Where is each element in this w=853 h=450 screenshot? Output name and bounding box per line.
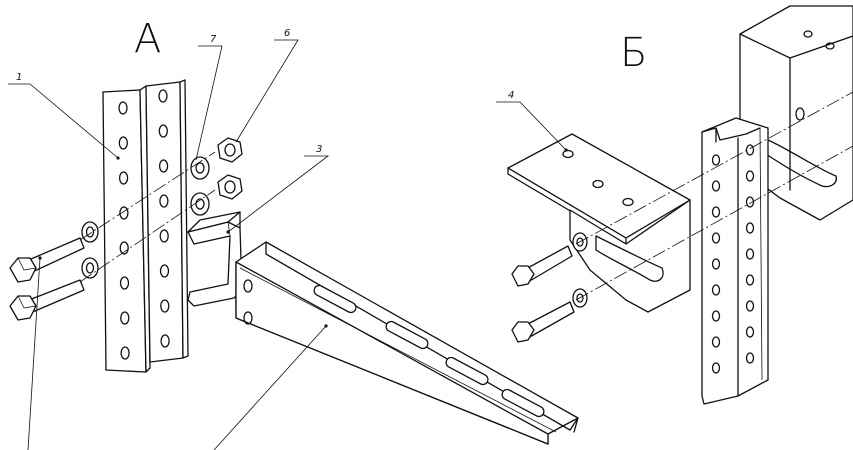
bolt-upper — [9, 237, 85, 283]
perforation-hole — [745, 274, 755, 286]
view-b-label: Б — [620, 30, 647, 76]
perforation-hole — [745, 170, 755, 182]
perforation-hole — [711, 232, 721, 244]
nut-upper — [217, 137, 243, 163]
rear-perforated-strip — [102, 85, 151, 373]
bolt-b-upper — [511, 232, 588, 287]
perforation-hole — [745, 248, 755, 260]
view-b: Б — [496, 5, 853, 405]
perforation-hole — [118, 136, 128, 150]
nut-lower — [217, 174, 243, 200]
callout-6: 6 — [284, 28, 290, 39]
perforation-hole — [711, 362, 721, 374]
washer-right-upper — [190, 156, 210, 180]
perforation-hole — [158, 124, 168, 138]
washer-left-lower — [81, 257, 99, 279]
profile-holes — [711, 144, 755, 374]
leader-lines-b — [496, 101, 568, 152]
perforation-hole — [711, 206, 721, 218]
perforation-hole — [745, 326, 755, 338]
washer-right-lower — [190, 192, 210, 216]
perforation-hole — [118, 101, 128, 115]
leader-lines-a — [8, 39, 330, 450]
perforation-hole — [120, 311, 130, 325]
perforation-hole — [711, 180, 721, 192]
callout-4: 4 — [508, 90, 514, 101]
perforation-hole — [119, 206, 129, 220]
bolt-b-lower — [511, 288, 588, 343]
perforation-hole — [159, 194, 169, 208]
perforation-hole — [120, 346, 130, 360]
perforation-hole — [711, 284, 721, 296]
front-perforated-strip — [145, 79, 189, 363]
perforation-hole — [711, 310, 721, 322]
perforation-hole — [160, 299, 170, 313]
view-a: А — [8, 16, 579, 450]
perforation-hole — [159, 229, 169, 243]
perforation-hole — [745, 222, 755, 234]
callout-1: 1 — [16, 72, 22, 83]
perforation-hole — [745, 196, 755, 208]
perforation-hole — [118, 171, 129, 185]
perforation-hole — [158, 159, 169, 173]
view-a-label: А — [134, 16, 161, 62]
callout-7: 7 — [210, 34, 217, 45]
perforation-hole — [711, 336, 721, 348]
bolt-lower — [9, 279, 85, 321]
washer-left-upper — [81, 221, 99, 243]
front-strip-holes — [158, 89, 170, 348]
tray-bracket — [507, 133, 691, 313]
channel-bracket — [187, 211, 243, 307]
perforation-hole — [159, 264, 170, 278]
perforation-hole — [160, 334, 170, 348]
perforation-hole — [745, 300, 755, 312]
perforation-hole — [711, 154, 721, 166]
perforation-hole — [119, 276, 130, 290]
arm-slots — [313, 284, 545, 418]
perforation-hole — [119, 241, 129, 255]
perforation-hole — [745, 352, 755, 364]
perforation-hole — [711, 258, 721, 270]
rear-strip-holes — [118, 101, 130, 360]
perforation-hole — [158, 89, 168, 103]
callout-3: 3 — [316, 144, 322, 155]
